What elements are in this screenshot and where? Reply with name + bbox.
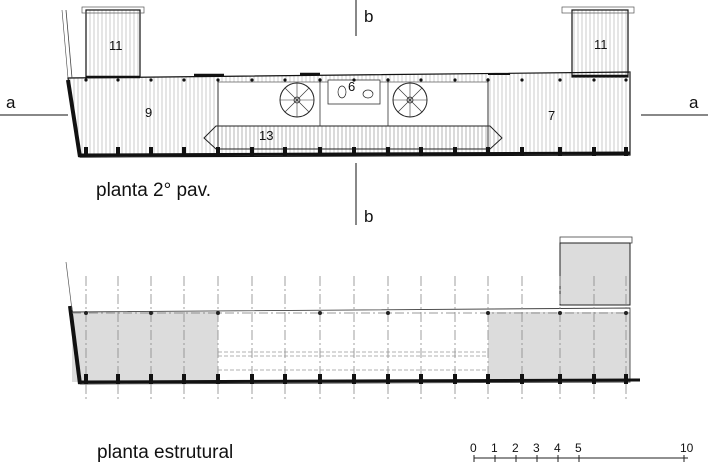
upper-column-top — [84, 78, 88, 82]
structural-column — [182, 374, 186, 384]
spiral-stair-right — [392, 82, 428, 118]
structural-column — [352, 374, 356, 384]
structural-column — [84, 374, 88, 384]
spiral-stair-left — [279, 82, 315, 118]
cut-b-bottom-label: b — [364, 207, 373, 226]
upper-column — [283, 147, 287, 156]
structural-column — [592, 374, 596, 384]
upper-column-top — [116, 78, 120, 82]
upper-column — [558, 147, 562, 156]
beam-node — [149, 311, 153, 315]
scale-tick-label: 4 — [554, 441, 561, 455]
scale-tick-label: 5 — [575, 441, 582, 455]
beam-node — [84, 311, 88, 315]
upper-column — [182, 147, 186, 156]
structural-column — [283, 374, 287, 384]
upper-column — [216, 147, 220, 156]
structural-column — [149, 374, 153, 384]
structural-tower-right — [559, 242, 631, 306]
tower-left — [85, 9, 141, 78]
structural-plan-caption: planta estrutural — [97, 442, 234, 463]
beam-node — [318, 311, 322, 315]
room-7-label: 7 — [548, 108, 555, 123]
upper-column-top — [624, 78, 628, 82]
upper-column-top — [216, 78, 220, 82]
scale-tick-label: 1 — [491, 441, 498, 455]
structural-column — [453, 374, 457, 384]
tower-right — [571, 9, 629, 78]
beam-node — [558, 311, 562, 315]
upper-column-top — [283, 78, 287, 82]
upper-column-top — [486, 78, 490, 82]
upper-column — [520, 147, 524, 156]
room-9-label: 9 — [145, 105, 152, 120]
upper-column — [250, 147, 254, 156]
upper-column — [453, 147, 457, 156]
beam-node — [624, 311, 628, 315]
upper-column-top — [453, 78, 457, 82]
room-6-label: 6 — [348, 79, 355, 94]
structural-zone-left — [72, 312, 218, 382]
structural-column — [216, 374, 220, 384]
structural-columns — [84, 311, 628, 384]
upper-column-top — [250, 78, 254, 82]
corridor-13 — [203, 125, 503, 150]
cut-a-right-label: a — [689, 93, 699, 112]
structural-column — [486, 374, 490, 384]
upper-column-top — [182, 78, 186, 82]
upper-column — [116, 147, 120, 156]
structural-column — [624, 374, 628, 384]
structural-column — [520, 374, 524, 384]
structural-column — [318, 374, 322, 384]
room-11-right-label: 11 — [594, 37, 608, 52]
section-cut-b: b b — [355, 0, 373, 226]
upper-column-top — [592, 78, 596, 82]
upper-column — [624, 147, 628, 156]
upper-column-top — [520, 78, 524, 82]
structural-column — [419, 374, 423, 384]
upper-plan-caption: planta 2° pav. — [96, 180, 211, 201]
structural-column — [116, 374, 120, 384]
scale-tick-label: 2 — [512, 441, 519, 455]
upper-column — [486, 147, 490, 156]
structural-plan — [65, 236, 641, 400]
upper-column-top — [558, 78, 562, 82]
upper-column — [149, 147, 153, 156]
scale-tick-label: 3 — [533, 441, 540, 455]
upper-column — [419, 147, 423, 156]
cut-b-top-label: b — [364, 7, 373, 26]
upper-column-top — [419, 78, 423, 82]
structural-zone-right — [488, 312, 630, 382]
scale-tick-label: 10 — [680, 441, 694, 455]
upper-column — [592, 147, 596, 156]
upper-column-top — [386, 78, 390, 82]
structural-column — [558, 374, 562, 384]
beam-node — [216, 311, 220, 315]
upper-column — [352, 147, 356, 156]
upper-column — [318, 147, 322, 156]
beam-node — [486, 311, 490, 315]
scale-tick-label: 0 — [470, 441, 477, 455]
structural-column — [386, 374, 390, 384]
upper-floor-plan: 11 11 9 7 13 6 — [61, 6, 635, 158]
upper-column — [84, 147, 88, 156]
section-cut-a: a a — [0, 93, 708, 116]
upper-column-top — [318, 78, 322, 82]
beam-node — [386, 311, 390, 315]
cut-a-left-label: a — [6, 93, 16, 112]
upper-column-top — [149, 78, 153, 82]
upper-column-top — [352, 78, 356, 82]
structural-column — [250, 374, 254, 384]
upper-column — [386, 147, 390, 156]
room-13-label: 13 — [259, 128, 273, 143]
room-11-left-label: 11 — [109, 38, 123, 53]
upper-columns — [84, 78, 628, 156]
